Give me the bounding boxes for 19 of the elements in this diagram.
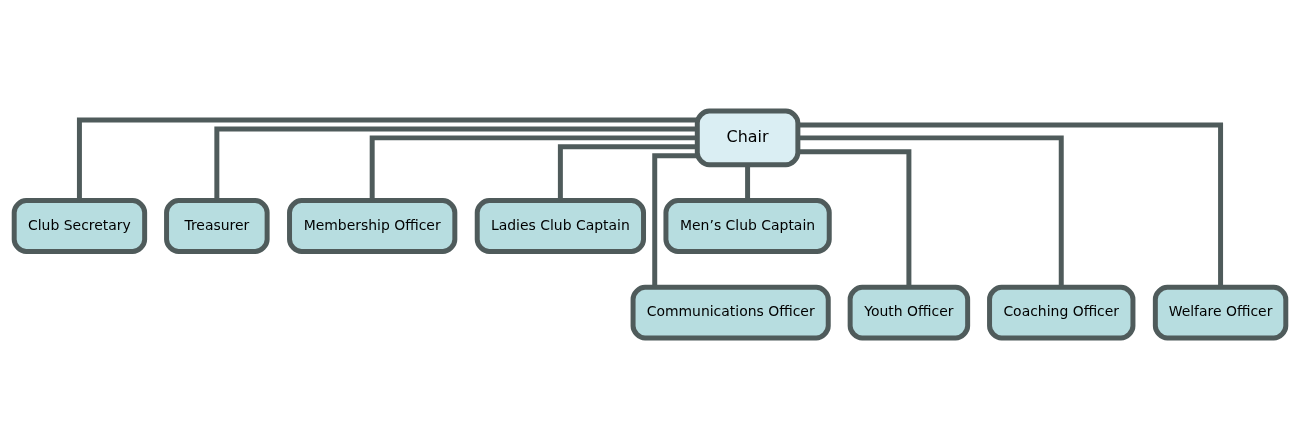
connector bbox=[369, 134, 697, 200]
node-box: Youth Officer bbox=[847, 284, 971, 340]
node-box: Ladies Club Captain bbox=[474, 197, 646, 254]
node-box: Men’s Club Captain bbox=[663, 197, 832, 254]
node-box: Club Secretary bbox=[11, 197, 148, 254]
node-box: Treasurer bbox=[164, 197, 270, 254]
connector bbox=[652, 152, 698, 287]
node-box: Membership Officer bbox=[287, 197, 458, 254]
node-box: Communications Officer bbox=[630, 284, 831, 340]
connector bbox=[745, 164, 751, 200]
node-box: Welfare Officer bbox=[1152, 284, 1289, 340]
node-box: Coaching Officer bbox=[987, 284, 1136, 340]
connector bbox=[798, 134, 1064, 287]
connector bbox=[214, 125, 698, 200]
connector bbox=[798, 148, 912, 287]
connector bbox=[557, 143, 697, 200]
connector bbox=[76, 116, 698, 201]
connector bbox=[798, 121, 1224, 287]
node-box: Chair bbox=[694, 108, 801, 167]
